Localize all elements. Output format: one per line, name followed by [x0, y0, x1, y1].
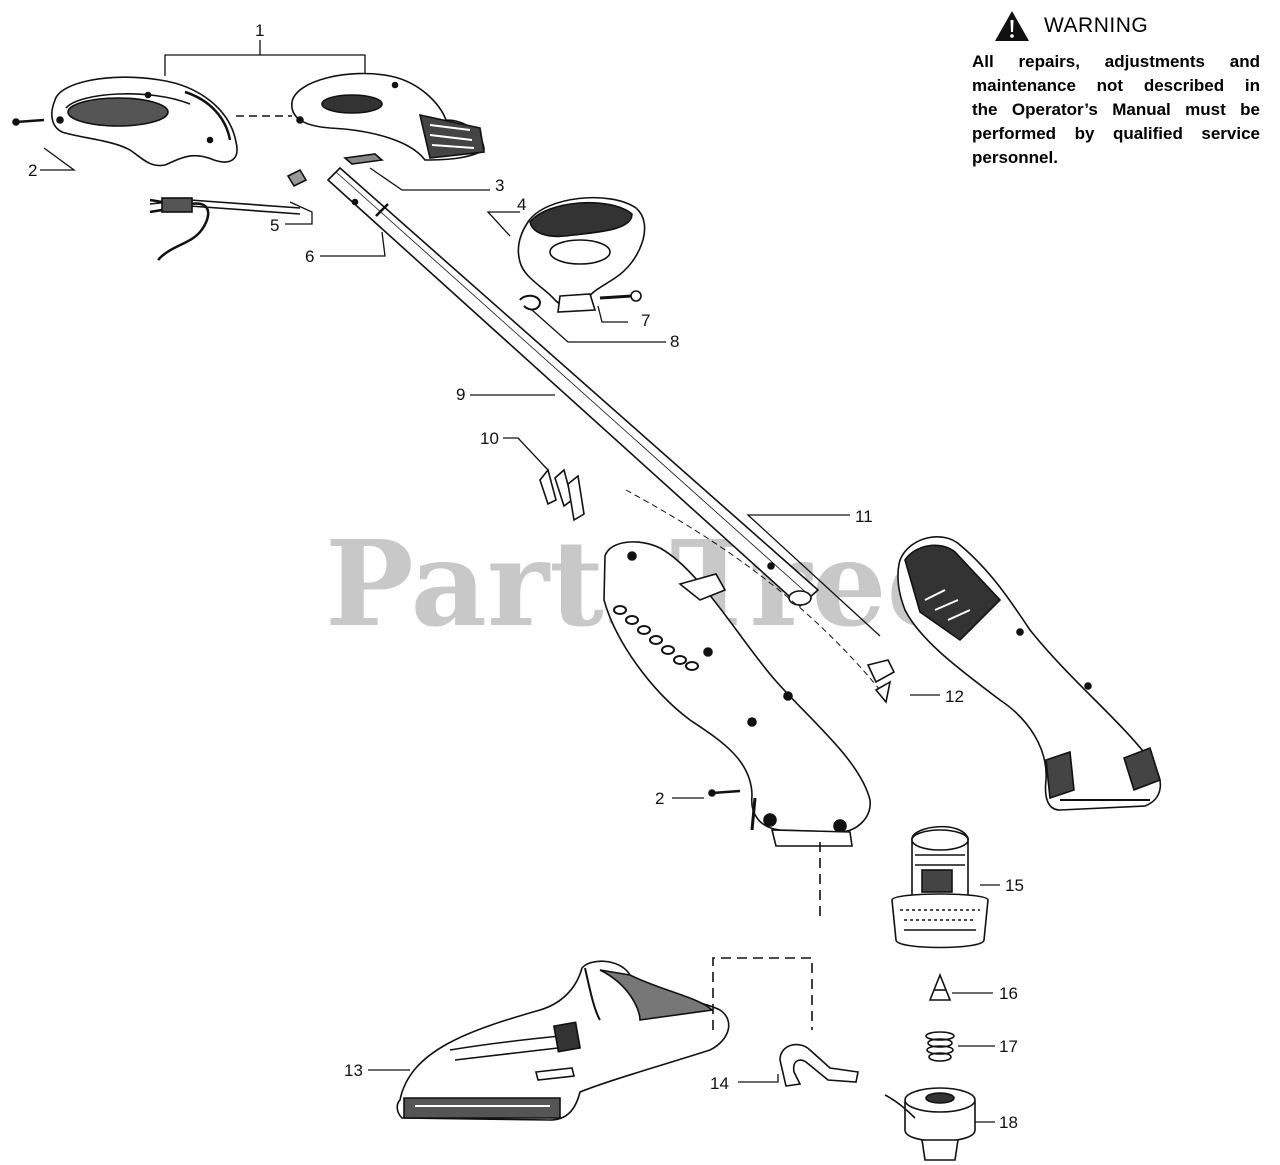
- part-bolt[interactable]: [599, 290, 642, 302]
- callout-2-top: 2: [28, 161, 37, 180]
- warning-box: WARNING All repairs, adjustments and mai…: [972, 10, 1260, 170]
- warning-line: performed by qualified service: [972, 124, 1260, 143]
- part-switch[interactable]: [343, 153, 384, 165]
- part-wire-clips[interactable]: [539, 468, 585, 522]
- warning-title: WARNING: [1044, 14, 1149, 37]
- part-nut-clip[interactable]: [519, 294, 542, 311]
- callout-13: 13: [344, 1061, 363, 1080]
- part-lower-housing-left[interactable]: [603, 541, 871, 847]
- callout-11: 11: [855, 507, 873, 526]
- callout-17: 17: [999, 1037, 1018, 1056]
- callout-4: 4: [517, 195, 526, 214]
- part-spring[interactable]: [925, 1031, 955, 1062]
- part-assist-handle[interactable]: [517, 196, 646, 313]
- part-motor[interactable]: [891, 825, 989, 949]
- part-wire-terminal[interactable]: [866, 659, 896, 704]
- part-guard[interactable]: [396, 960, 730, 1121]
- part-retainer-cone[interactable]: [928, 972, 952, 1001]
- callout-8: 8: [670, 332, 679, 351]
- callout-10: 10: [480, 429, 499, 448]
- callout-7: 7: [641, 311, 650, 330]
- callout-5: 5: [270, 216, 279, 235]
- warning-line: personnel.: [972, 148, 1058, 167]
- callout-15: 15: [1005, 876, 1024, 895]
- callout-16: 16: [999, 984, 1018, 1003]
- assembly-bracket-dashed: [712, 957, 813, 1030]
- callout-3: 3: [495, 176, 504, 195]
- callout-2-bottom: 2: [655, 789, 664, 808]
- warning-header: WARNING: [994, 10, 1260, 42]
- callout-12: 12: [945, 687, 964, 706]
- callout-6: 6: [305, 247, 314, 266]
- part-shaft-tube[interactable]: [326, 166, 820, 608]
- wire-harness: [625, 489, 881, 691]
- callout-9: 9: [456, 385, 465, 404]
- part-spool[interactable]: [884, 1087, 976, 1161]
- part-handle-housing-left[interactable]: [51, 76, 238, 167]
- part-lower-housing-right[interactable]: [897, 536, 1162, 811]
- part-handle-housing-right[interactable]: [291, 72, 485, 161]
- part-screw-top[interactable]: [12, 118, 45, 126]
- callout-leader-lines: [40, 40, 1000, 1123]
- part-connector: [286, 168, 308, 188]
- part-power-cord[interactable]: [149, 197, 301, 261]
- callout-18: 18: [999, 1113, 1018, 1132]
- warning-line: the Operator’s Manual must be: [972, 100, 1260, 119]
- warning-line: maintenance not described in: [972, 76, 1260, 95]
- warning-text: All repairs, adjustments and maintenance…: [972, 50, 1260, 170]
- callout-1: 1: [255, 21, 264, 40]
- part-guard-clip[interactable]: [779, 1043, 859, 1087]
- part-screw-bottom[interactable]: [708, 789, 741, 797]
- warning-line: All repairs, adjustments and: [972, 52, 1260, 71]
- warning-triangle-icon: [995, 11, 1029, 41]
- callout-14: 14: [710, 1074, 729, 1093]
